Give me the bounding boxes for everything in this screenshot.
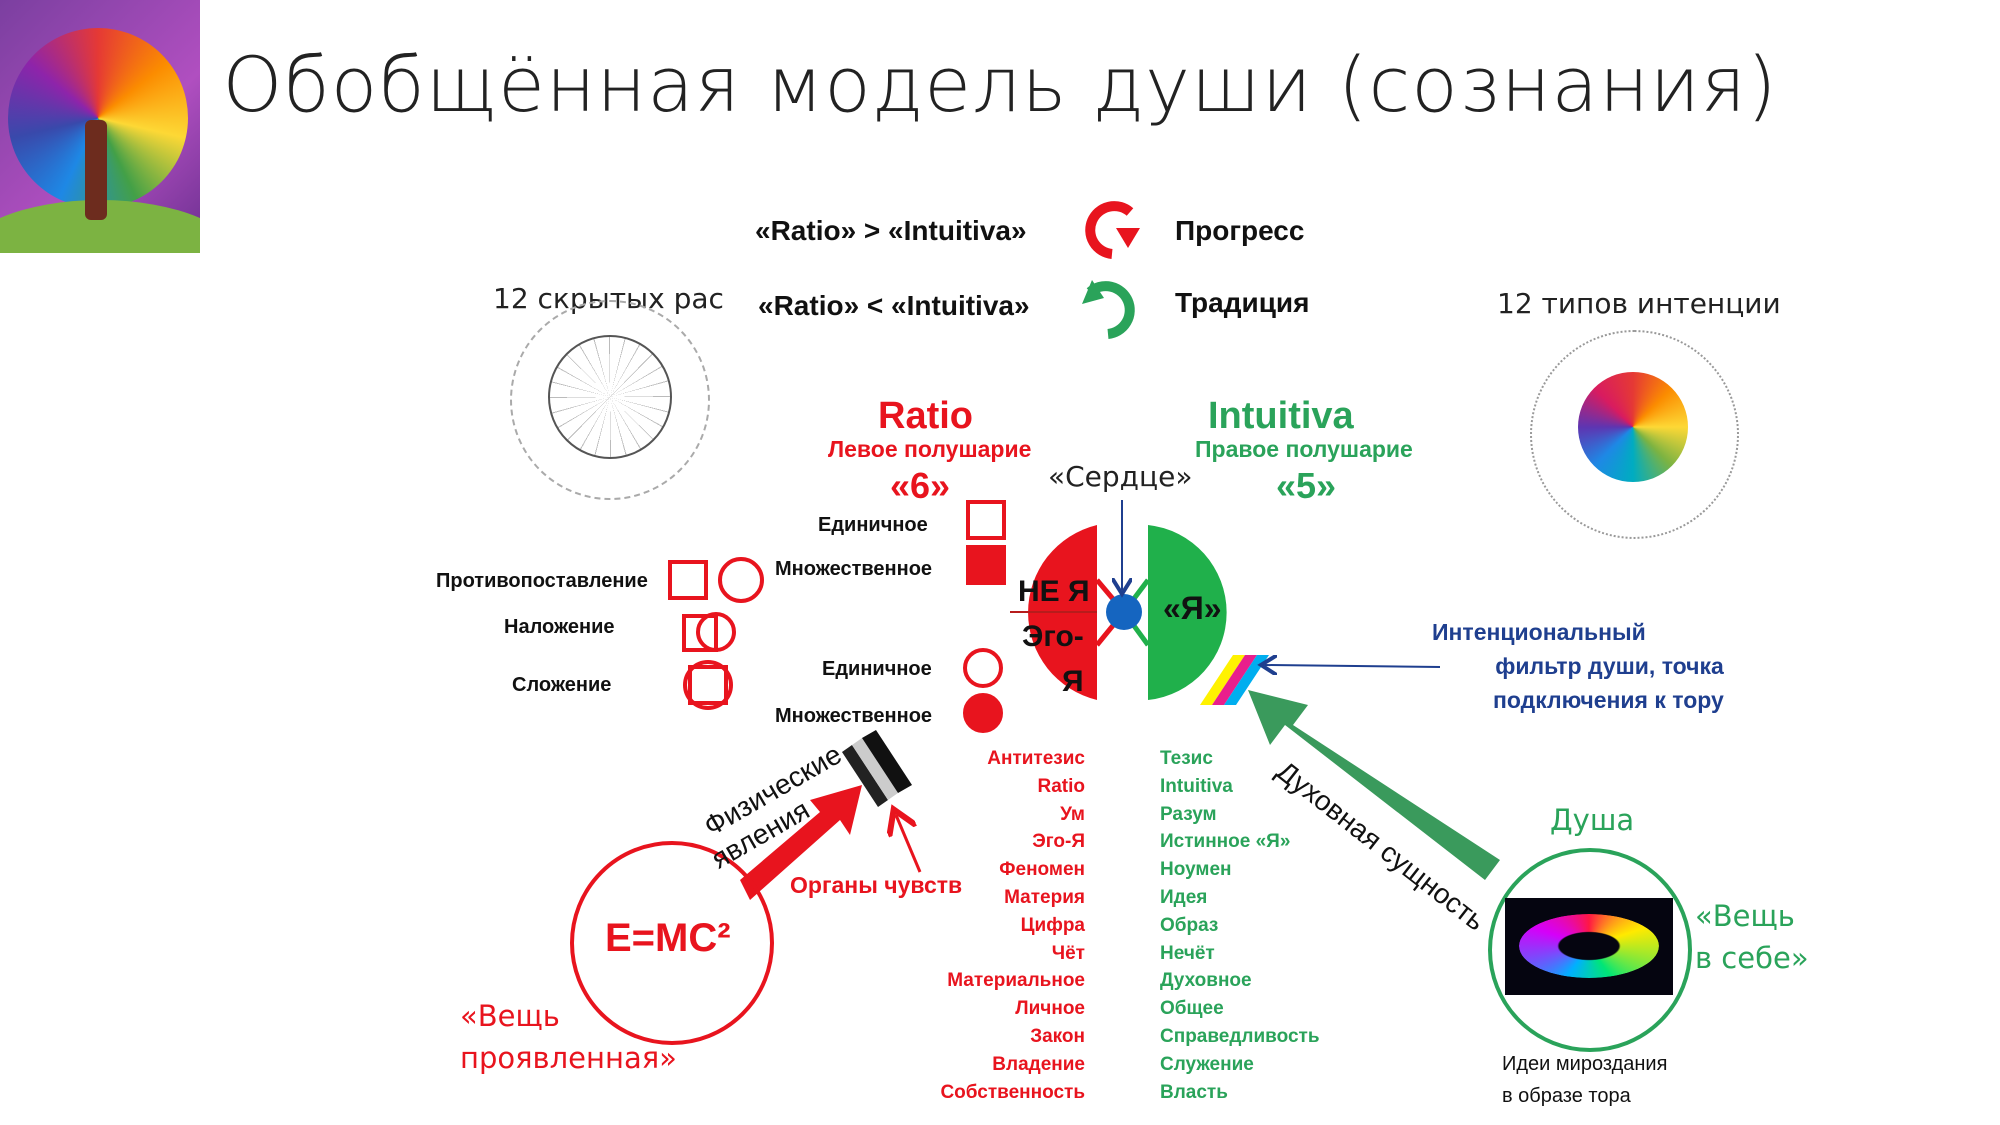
- single-circle-icon: [963, 648, 1003, 688]
- soul-circle: [1488, 848, 1692, 1052]
- intuitiva-concept: Тезис: [1160, 748, 1213, 769]
- intuitiva-concept: Ноумен: [1160, 859, 1232, 881]
- physical-phenomena-arrow: [740, 785, 862, 900]
- sense-organs-pointer: [896, 815, 922, 873]
- ratio-concept: Материальное: [947, 970, 1085, 992]
- torus-image: [1505, 898, 1673, 995]
- ratio-number: «6»: [890, 465, 951, 506]
- legend-result-tradition: Традиция: [1175, 287, 1310, 318]
- ratio-concept: Антитезис: [987, 748, 1085, 769]
- right-half-circle: [1148, 525, 1227, 700]
- opposition-square-icon: [668, 560, 708, 600]
- thing-manifested-label: «Вещь проявленная»: [460, 995, 677, 1079]
- tree-trunk-icon: [85, 120, 107, 220]
- hidden-races-outer-ring: [510, 300, 710, 500]
- tradition-arrow-icon: [1086, 281, 1135, 339]
- intuitiva-concept: Справедливость: [1160, 1025, 1320, 1047]
- sense-organs-label: Органы чувств: [790, 872, 963, 898]
- legend-result-progress: Прогресс: [1175, 215, 1305, 246]
- intuitiva-number: «5»: [1276, 465, 1337, 506]
- torus-ring-icon: [1519, 914, 1659, 978]
- thing-in-itself-line2: в себе»: [1695, 941, 1809, 975]
- ratio-concept: Закон: [1030, 1025, 1085, 1047]
- ratio-concepts-column: Антитезис Ratio Ум Эго-Я Феномен Материя…: [800, 745, 1085, 1106]
- right-hemisphere-label: Правое полушарие: [1195, 436, 1413, 462]
- legend-formula-tradition: «Ratio» < «Intuitiva»: [758, 290, 1030, 321]
- intention-types-label: 12 типов интенции: [1497, 287, 1781, 320]
- label-overlay: Наложение: [504, 616, 615, 638]
- torus-caption-line2: в образе тора: [1502, 1085, 1631, 1107]
- thing-manifested-line2: проявленная»: [460, 1041, 677, 1075]
- filter-label-line2: фильтр души, точка: [1495, 653, 1724, 679]
- intuitiva-concept: Идея: [1160, 886, 1208, 908]
- overlay-circle-icon: [696, 612, 736, 652]
- intuitiva-concepts-column: Тезис Intuitiva Разум Истинное «Я» Ноуме…: [1160, 745, 1460, 1106]
- thing-in-itself-label: «Вещь в себе»: [1695, 895, 1809, 979]
- ratio-concept: Личное: [1015, 998, 1085, 1020]
- ratio-concept: Феномен: [999, 859, 1085, 881]
- ratio-concept: Цифра: [1020, 914, 1085, 936]
- intuitiva-concept: Власть: [1160, 1081, 1228, 1103]
- label-opposition: Противопоставление: [436, 570, 648, 592]
- intuitiva-concept: Intuitiva: [1160, 775, 1233, 797]
- spiritual-essence-arrow: [1248, 690, 1500, 880]
- label-addition: Сложение: [512, 674, 612, 696]
- intentional-filter-label: Интенциональный фильтр души, точка подкл…: [1432, 615, 1724, 717]
- slide-title: Обобщённая модель души (сознания): [222, 40, 1778, 129]
- multiple-circle-icon: [963, 693, 1003, 733]
- ratio-concept: Чёт: [1051, 942, 1085, 964]
- soul-label: Душа: [1550, 803, 1635, 837]
- intuitiva-concept: Служение: [1160, 1053, 1254, 1075]
- heart-dot-icon: [1106, 594, 1142, 630]
- label-multiple-bottom: Множественное: [775, 705, 933, 727]
- intuitiva-concept: Нечёт: [1160, 942, 1215, 964]
- label-multiple-top: Множественное: [775, 558, 933, 580]
- intuitiva-concept: Разум: [1160, 803, 1217, 825]
- label-single-bottom: Единичное: [822, 658, 932, 680]
- color-wheel-dots-ring: [1530, 330, 1739, 539]
- ratio-concept: Ratio: [1037, 775, 1086, 797]
- ratio-concept: Эго-Я: [1032, 831, 1085, 853]
- thing-in-itself-line1: «Вещь: [1695, 899, 1795, 933]
- heart-label: «Сердце»: [1048, 460, 1193, 493]
- torus-caption: Идеи мироздания в образе тора: [1502, 1048, 1667, 1112]
- intuitiva-heading: Intuitiva: [1208, 395, 1354, 437]
- progress-arrow-icon: [1085, 201, 1134, 259]
- ratio-concept: Ум: [1060, 803, 1085, 825]
- tree-logo: [0, 0, 200, 253]
- intuitiva-concept: Образ: [1160, 914, 1219, 936]
- opposition-circle-icon: [718, 557, 764, 603]
- ego-me-text: Я: [1062, 665, 1084, 698]
- torus-caption-line1: Идеи мироздания: [1502, 1053, 1668, 1075]
- left-hemisphere-label: Левое полушарие: [828, 436, 1032, 462]
- ego-text: Эго-: [1022, 620, 1084, 653]
- sense-organs-filter-icon: [842, 730, 912, 807]
- filter-pointer: [1265, 665, 1441, 667]
- ratio-concept: Владение: [992, 1053, 1085, 1075]
- multiple-square-icon: [966, 545, 1006, 585]
- emc-formula: E=MC²: [605, 916, 731, 960]
- label-single-top: Единичное: [818, 514, 928, 536]
- filter-label-line3: подключения к тору: [1492, 687, 1724, 713]
- filter-label-line1: Интенциональный: [1432, 619, 1646, 645]
- legend-formula-progress: «Ratio» > «Intuitiva»: [755, 215, 1027, 246]
- emc-circle: [570, 841, 774, 1045]
- single-square-icon: [966, 500, 1006, 540]
- ratio-heading: Ratio: [878, 395, 973, 437]
- addition-circle-icon: [683, 660, 733, 710]
- intuitiva-concept: Истинное «Я»: [1160, 831, 1291, 853]
- intuitiva-concept: Общее: [1160, 998, 1224, 1020]
- intuitiva-concept: Духовное: [1160, 970, 1252, 992]
- tradition-arrowhead-icon: [1082, 280, 1104, 304]
- progress-arrowhead-icon: [1116, 228, 1140, 248]
- me-text: «Я»: [1163, 590, 1222, 626]
- thing-manifested-line1: «Вещь: [460, 999, 560, 1033]
- ratio-concept: Материя: [1004, 886, 1085, 908]
- not-me-text: НЕ Я: [1018, 575, 1090, 608]
- ratio-concept: Собственность: [940, 1081, 1085, 1103]
